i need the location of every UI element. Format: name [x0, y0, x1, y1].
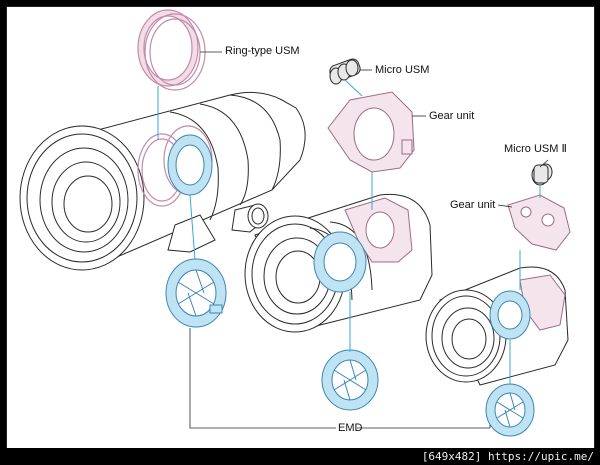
emd-right-detached — [485, 383, 535, 437]
emd-medium-mounted — [313, 231, 367, 293]
emd-left-detached — [165, 258, 227, 328]
label-micro-usm: Micro USM — [375, 64, 430, 76]
emd-small-mounted — [489, 290, 531, 340]
label-gear-unit-2: Gear unit — [450, 199, 496, 211]
micro-usm — [329, 58, 361, 85]
label-ring-type-usm: Ring-type USM — [225, 45, 300, 57]
label-gear-unit-1: Gear unit — [429, 110, 475, 122]
ring-usm-top — [137, 9, 206, 91]
emd-center-detached — [321, 349, 379, 411]
label-emd: EMD — [338, 422, 363, 434]
label-micro-usm-2: Micro USM Ⅱ — [504, 143, 567, 155]
footer-watermark: [649x482] https://upic.me/ — [421, 450, 594, 463]
footer-bar: [649x482] https://upic.me/ — [0, 448, 600, 465]
gear-unit-1 — [327, 91, 415, 173]
gear-unit-mounted — [344, 197, 413, 263]
alignment-lines — [157, 79, 541, 385]
micro-usm-2 — [531, 163, 553, 186]
emd-large-mounted — [167, 134, 213, 196]
gear-unit-2 — [507, 194, 571, 251]
leader-lines — [189, 51, 549, 429]
